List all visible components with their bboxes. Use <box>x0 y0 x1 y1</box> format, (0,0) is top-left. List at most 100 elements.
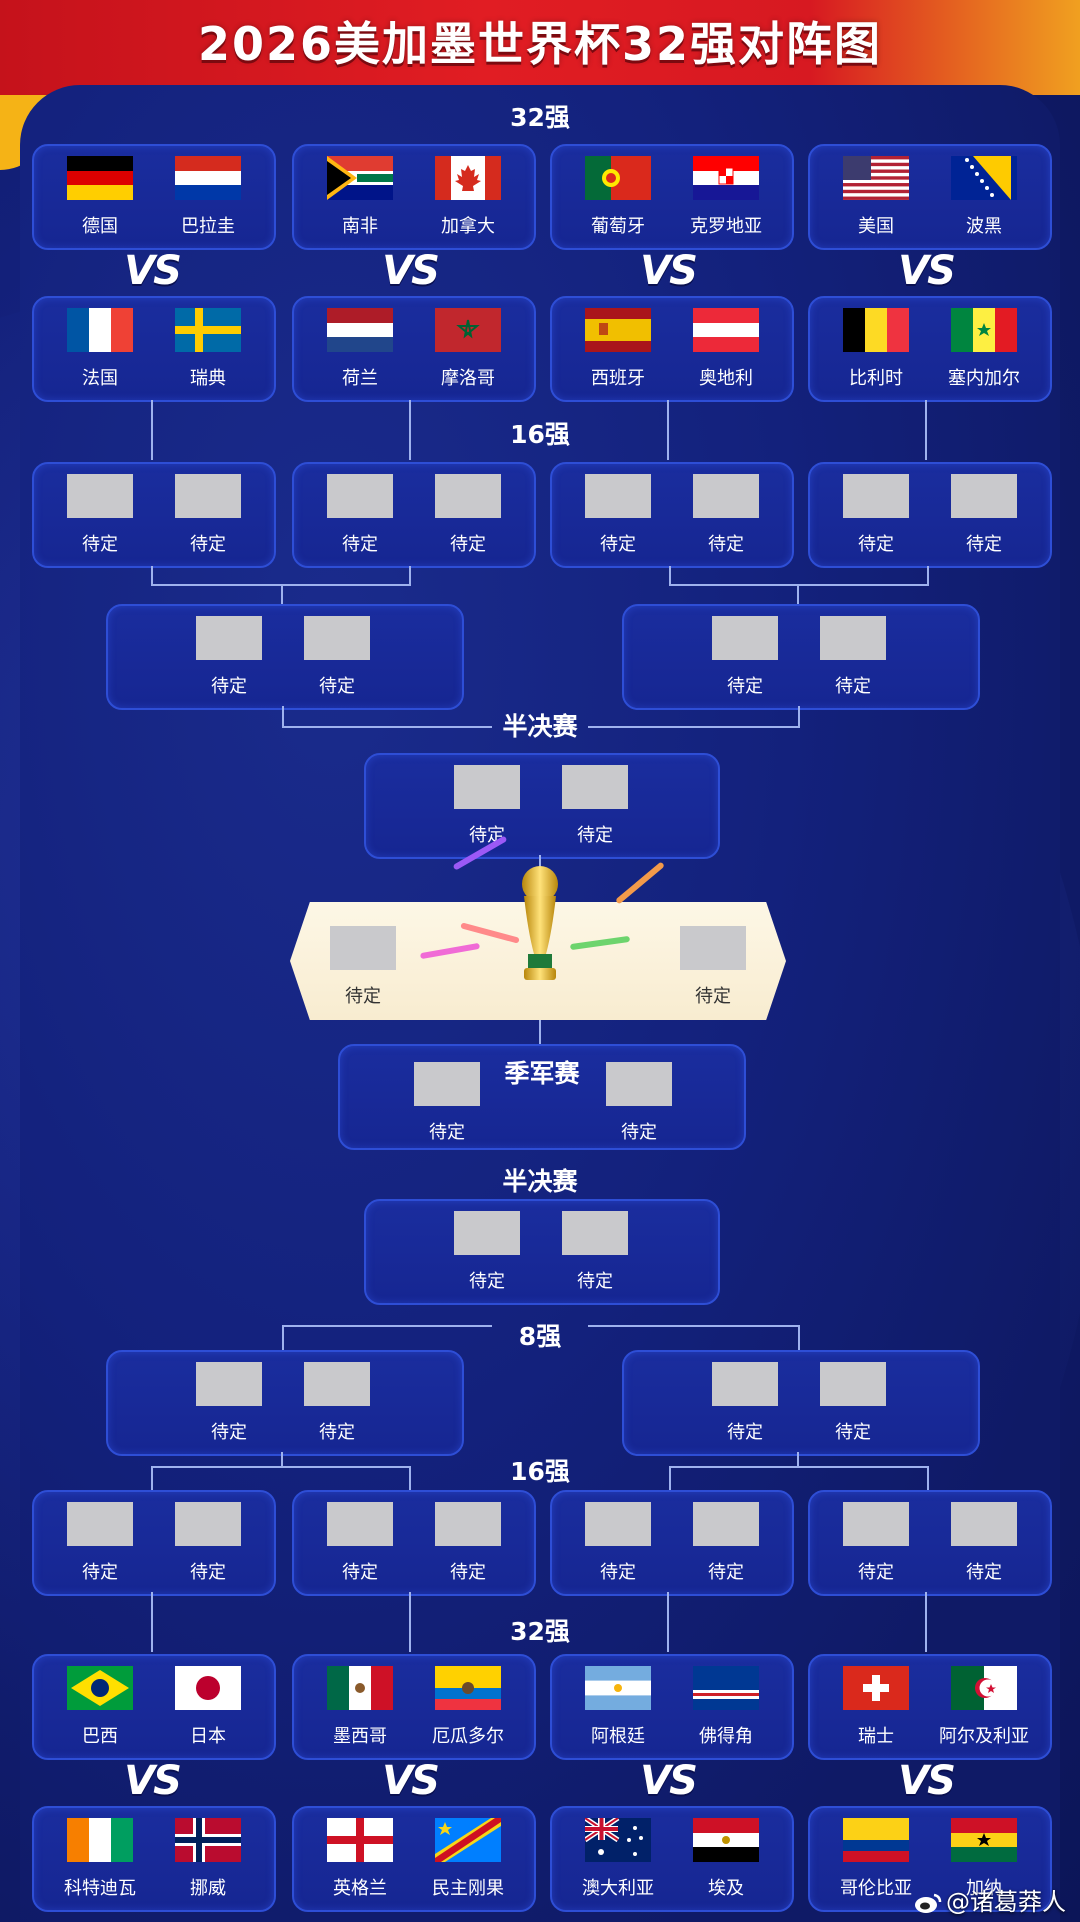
team-placeholder <box>693 474 759 518</box>
team-name: 待定 <box>966 1562 1002 1583</box>
team-name: 待定 <box>835 676 871 697</box>
team-name: 待定 <box>708 534 744 555</box>
flag-icon <box>585 1666 651 1710</box>
vs-label: VS <box>124 248 182 294</box>
team-name: 待定 <box>858 1562 894 1583</box>
match-card: 待定 待定 <box>550 462 794 568</box>
flag-icon <box>435 156 501 200</box>
bracket-connector <box>927 566 929 586</box>
vs-label: VS <box>640 1758 698 1804</box>
team-name: 待定 <box>429 1122 465 1143</box>
team-placeholder <box>435 474 501 518</box>
team-name: 挪威 <box>190 1878 226 1899</box>
team-name: 待定 <box>966 534 1002 555</box>
team-name: 待定 <box>727 1422 763 1443</box>
bracket-connector <box>282 706 284 728</box>
team-name: 奥地利 <box>699 368 753 389</box>
bracket-connector <box>409 1592 411 1652</box>
team-name: 墨西哥 <box>333 1726 387 1747</box>
bracket-connector <box>798 1325 800 1351</box>
team-name: 待定 <box>82 1562 118 1583</box>
team-name: 待定 <box>319 676 355 697</box>
team-name: 待定 <box>342 1562 378 1583</box>
team-name: 待定 <box>342 534 378 555</box>
flag-icon <box>693 1666 759 1710</box>
match-card: 英格兰民主刚果 <box>292 1806 536 1912</box>
bracket-connector <box>798 706 800 728</box>
team-name: 哥伦比亚 <box>840 1878 912 1899</box>
bracket-connector <box>927 1466 929 1490</box>
flag-icon <box>693 308 759 352</box>
match-card: 待定 待定 <box>808 462 1052 568</box>
third-place-card: 待定待定季军赛 <box>338 1044 746 1150</box>
round-label-semi-bottom: 半决赛 <box>502 1167 578 1196</box>
bracket-connector <box>151 1592 153 1652</box>
team-placeholder <box>327 474 393 518</box>
team-placeholder <box>196 616 262 660</box>
bracket-connector <box>669 1466 671 1490</box>
bracket-connector <box>667 1592 669 1652</box>
team-name: 阿尔及利亚 <box>939 1726 1029 1747</box>
team-name: 待定 <box>450 1562 486 1583</box>
vs-label: VS <box>382 1758 440 1804</box>
team-name: 待定 <box>600 534 636 555</box>
team-name: 澳大利亚 <box>582 1878 654 1899</box>
bracket-connector <box>151 566 153 586</box>
bracket-connector <box>669 584 929 586</box>
match-card: 墨西哥厄瓜多尔 <box>292 1654 536 1760</box>
watermark-text: @诸葛莽人 <box>946 1888 1066 1916</box>
match-card: 西班牙奥地利 <box>550 296 794 402</box>
flag-icon <box>693 1818 759 1862</box>
watermark: @诸葛莽人 <box>914 1882 1066 1917</box>
team-name: 加拿大 <box>441 216 495 237</box>
round-label-r16-bottom: 16强 <box>510 1457 570 1486</box>
team-placeholder <box>680 926 746 970</box>
match-card: 南非加拿大 <box>292 144 536 250</box>
team-name: 待定 <box>190 534 226 555</box>
bracket-connector <box>151 1466 411 1468</box>
team-placeholder <box>330 926 396 970</box>
team-name: 日本 <box>190 1726 226 1747</box>
match-card: 巴西 日本 <box>32 1654 276 1760</box>
flag-icon <box>951 1666 1017 1710</box>
team-placeholder <box>843 474 909 518</box>
page-title: 2026美加墨世界杯32强对阵图 <box>197 17 883 71</box>
team-name: 瑞士 <box>858 1726 894 1747</box>
team-name: 美国 <box>858 216 894 237</box>
match-card: 科特迪瓦挪威 <box>32 1806 276 1912</box>
team-name: 待定 <box>695 986 731 1007</box>
team-name: 待定 <box>190 1562 226 1583</box>
bracket-connector <box>925 400 927 460</box>
bracket-connector <box>539 1020 541 1046</box>
flag-icon <box>327 156 393 200</box>
match-card: 待定待定 <box>106 1350 464 1456</box>
team-name: 待定 <box>858 534 894 555</box>
match-card: 待定 待定 <box>292 462 536 568</box>
team-name: 波黑 <box>966 216 1002 237</box>
team-placeholder <box>304 616 370 660</box>
match-card: 待定 待定 <box>808 1490 1052 1596</box>
team-name: 待定 <box>450 534 486 555</box>
bracket-connector <box>588 726 800 728</box>
flag-icon <box>327 1666 393 1710</box>
flag-icon <box>67 156 133 200</box>
bracket-connector <box>409 400 411 460</box>
team-placeholder <box>327 1502 393 1546</box>
bracket-connector <box>667 400 669 460</box>
match-card: 澳大利亚埃及 <box>550 1806 794 1912</box>
team-name: 佛得角 <box>699 1726 753 1747</box>
bracket-connector <box>282 1325 284 1351</box>
match-card: 待定待定 <box>364 753 720 859</box>
team-placeholder <box>585 474 651 518</box>
team-name: 待定 <box>835 1422 871 1443</box>
match-card: 待定 待定 <box>622 1350 980 1456</box>
flag-icon <box>693 156 759 200</box>
team-name: 待定 <box>211 1422 247 1443</box>
flag-icon <box>435 308 501 352</box>
team-name: 摩洛哥 <box>441 368 495 389</box>
match-card: 待定待定 <box>364 1199 720 1305</box>
team-name: 巴西 <box>82 1726 118 1747</box>
team-placeholder <box>562 765 628 809</box>
round-label-r32-top: 32强 <box>510 103 570 132</box>
team-placeholder <box>175 474 241 518</box>
